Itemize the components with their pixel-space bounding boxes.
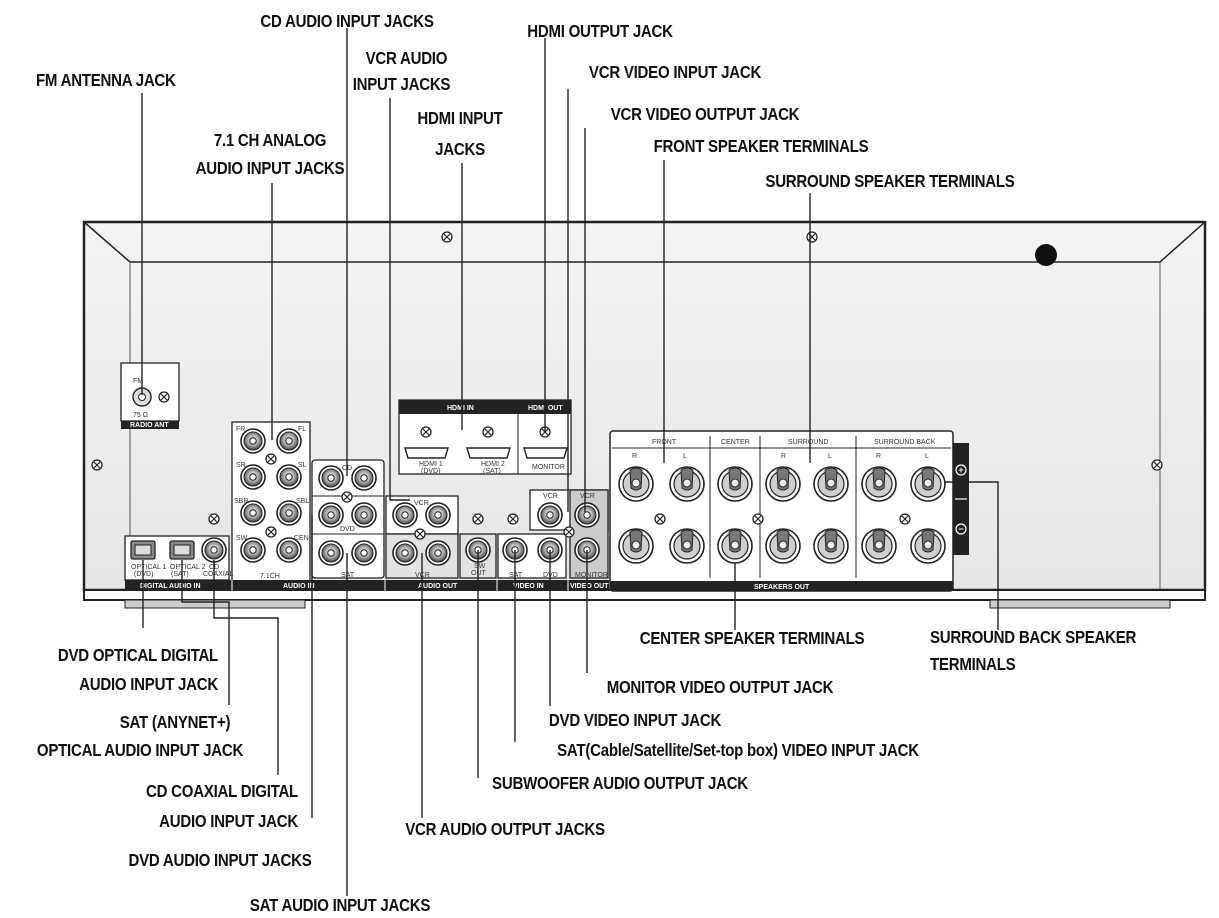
callout-front-speaker: FRONT SPEAKER TERMINALS	[653, 136, 869, 156]
hdmi-block: HDMI IN HDMI OUT HDMI 1 (DVD) HDMI 2 (SA…	[398, 399, 572, 475]
cen-text: CEN	[294, 535, 309, 542]
fl-text: FL	[298, 426, 306, 433]
callout-dvd-optical-l2: AUDIO INPUT JACK	[79, 674, 219, 694]
vcr-video-out-text: VCR	[580, 493, 595, 500]
callout-center-speaker: CENTER SPEAKER TERMINALS	[639, 628, 865, 648]
plus-text: +	[958, 465, 963, 475]
callout-fm-antenna: FM ANTENNA JACK	[36, 70, 176, 90]
callout-surround-back-l1: SURROUND BACK SPEAKER	[930, 627, 1137, 647]
callout-cd-audio-input: CD AUDIO INPUT JACKS	[260, 11, 434, 31]
hdmi2-text: HDMI 2	[481, 461, 505, 468]
sat-text: SAT	[341, 572, 355, 579]
vcr-video-text: VCR	[543, 493, 558, 500]
sbr-text: SBR	[234, 498, 248, 505]
callout-sat-optical-l1: SAT (ANYNET+)	[119, 712, 231, 732]
callout-analog-71-l2: AUDIO INPUT JACKS	[195, 158, 345, 178]
surround-back-text: SURROUND BACK	[874, 439, 936, 446]
callout-surround-speaker: SURROUND SPEAKER TERMINALS	[765, 171, 1015, 191]
callout-subwoofer-output: SUBWOOFER AUDIO OUTPUT JACK	[492, 773, 748, 793]
fr-text: FR	[236, 426, 245, 433]
audio-out-text: AUDIO OUT	[418, 583, 458, 590]
optical1-sub-text: (DVD)	[134, 571, 153, 578]
hdmi1-sub-text: (DVD)	[421, 468, 440, 475]
sw-out-sub-text: OUT	[471, 570, 487, 577]
callout-vcr-audio-input-l2: INPUT JACKS	[352, 74, 451, 94]
sat-video-text: SAT	[509, 572, 523, 579]
surround-r-text: R	[781, 453, 786, 460]
section-label-bar: DIGITAL AUDIO IN AUDIO IN AUDIO OUT VIDE…	[125, 580, 609, 591]
callout-dvd-audio-input: DVD AUDIO INPUT JACKS	[128, 850, 312, 870]
sbl-text: SBL	[296, 498, 309, 505]
callout-sat-audio-input: SAT AUDIO INPUT JACKS	[249, 895, 431, 915]
callout-sat-optical-l2: OPTICAL AUDIO INPUT JACK	[36, 740, 244, 760]
callout-dvd-optical-l1: DVD OPTICAL DIGITAL	[57, 645, 218, 665]
front-r-text: R	[632, 453, 637, 460]
callout-surround-back-l2: TERMINALS	[930, 654, 1016, 674]
fm-antenna-jack: FM 75 Ω RADIO ANT	[120, 362, 180, 429]
optical2-sub-text: (SAT)	[171, 571, 189, 578]
cd-coax-sub-text: COAXIAL	[203, 571, 233, 578]
callout-cd-coaxial-l1: CD COAXIAL DIGITAL	[146, 781, 298, 801]
audio-in-text: AUDIO IN	[283, 583, 315, 590]
speaker-terminals: FRONT CENTER SURROUND SURROUND BACK R L …	[609, 430, 969, 592]
analog-71-jacks: FR FL SR SL SBR SBL SW CEN 7.1CH	[231, 421, 311, 583]
vcr-audio-text: VCR	[414, 500, 429, 507]
digital-audio-in-text: DIGITAL AUDIO IN	[140, 583, 201, 590]
sl-text: SL	[298, 462, 307, 469]
callout-analog-71-l1: 7.1 CH ANALOG	[213, 130, 327, 150]
leader-lines	[141, 28, 999, 896]
cd-dvd-sat-jacks: CD DVD SAT	[311, 459, 385, 579]
video-out-text: VIDEO OUT	[570, 583, 609, 590]
hdmi2-sub-text: (SAT)	[483, 468, 501, 475]
callout-vcr-audio-input-l1: VCR AUDIO	[365, 48, 448, 68]
optical2-text: OPTICAL 2	[170, 564, 206, 571]
fm-text: FM	[133, 378, 143, 385]
surround-l-text: L	[828, 453, 832, 460]
callout-dvd-video-input: DVD VIDEO INPUT JACK	[548, 710, 722, 730]
callout-hdmi-output: HDMI OUTPUT JACK	[527, 21, 673, 41]
hdmi-in-text: HDMI IN	[447, 405, 474, 412]
radio-ant-text: RADIO ANT	[130, 422, 169, 429]
callout-vcr-video-input: VCR VIDEO INPUT JACK	[588, 62, 762, 82]
front-l-text: L	[683, 453, 687, 460]
callout-sat-video-input: SAT(Cable/Satellite/Set-top box) VIDEO I…	[557, 740, 919, 760]
center-text: CENTER	[721, 439, 750, 446]
ch71-text: 7.1CH	[260, 573, 280, 580]
callout-cd-coaxial-l2: AUDIO INPUT JACK	[159, 811, 298, 831]
sw-out-text: SW	[474, 563, 486, 570]
sb-r-text: R	[876, 453, 881, 460]
ohm-text: 75 Ω	[133, 412, 148, 419]
video-jacks: SAT DVD VCR VCR MONITOR	[497, 489, 609, 579]
callout-hdmi-input-l1: HDMI INPUT	[417, 108, 503, 128]
sw-text: SW	[236, 535, 248, 542]
monitor-text: MONITOR	[532, 464, 565, 471]
sb-l-text: L	[925, 453, 929, 460]
video-in-text: VIDEO IN	[513, 583, 544, 590]
sr-text: SR	[236, 462, 246, 469]
minus-text: −	[958, 524, 963, 534]
monitor-video-text: MONITOR	[575, 572, 608, 579]
callout-vcr-audio-output: VCR AUDIO OUTPUT JACKS	[405, 819, 605, 839]
dvd-text: DVD	[340, 526, 355, 533]
speakers-out-text: SPEAKERS OUT	[754, 584, 810, 591]
callout-vcr-video-output: VCR VIDEO OUTPUT JACK	[610, 104, 800, 124]
surround-text: SURROUND	[788, 439, 828, 446]
hdmi1-text: HDMI 1	[419, 461, 443, 468]
optical1-text: OPTICAL 1	[131, 564, 167, 571]
callout-hdmi-input-l2: JACKS	[435, 139, 485, 159]
callout-monitor-video-output: MONITOR VIDEO OUTPUT JACK	[606, 677, 834, 697]
